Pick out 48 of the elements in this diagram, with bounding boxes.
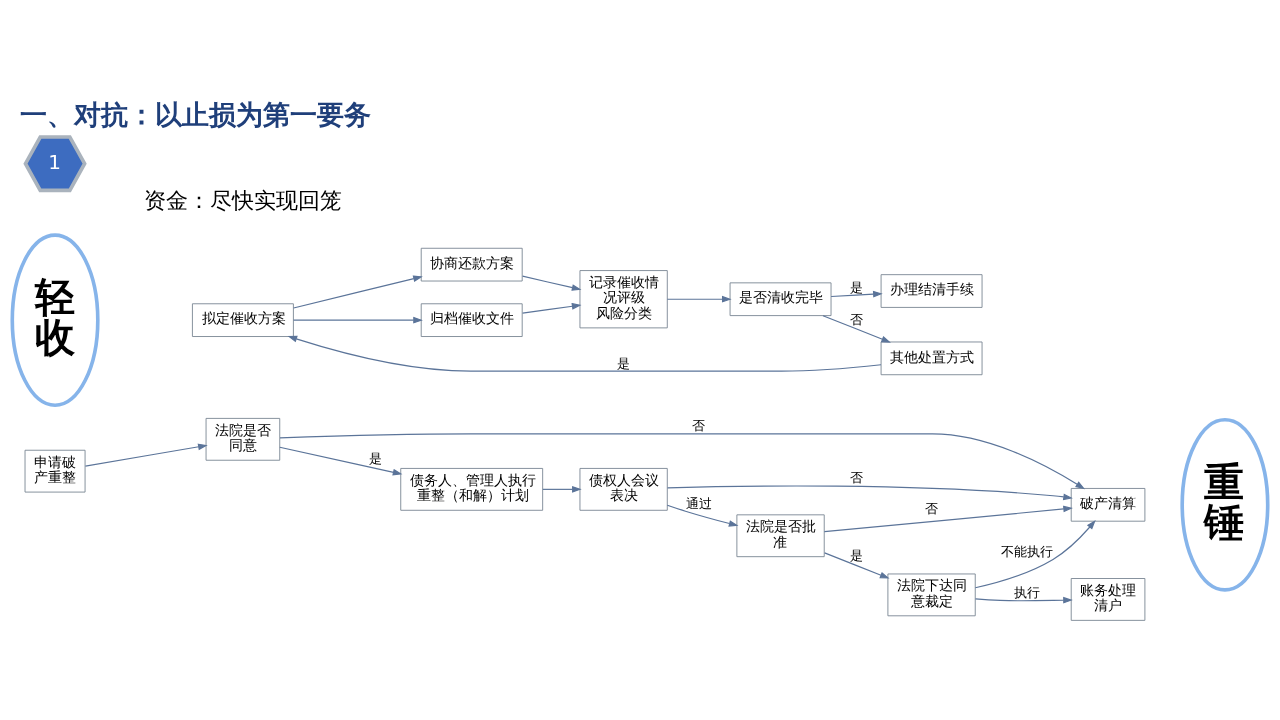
node-box: 债务人、管理人执行重整（和解）计划 — [400, 468, 544, 511]
node-ellipse: 重锤 — [1180, 417, 1270, 592]
arrow — [279, 446, 403, 476]
edge-label: 否 — [849, 311, 863, 327]
arrow — [830, 290, 883, 298]
edge-label: 否 — [692, 418, 706, 434]
node-box: 法院下达同意裁定 — [887, 573, 976, 617]
node-box: 债权人会议表决 — [579, 468, 668, 511]
arrow — [522, 302, 582, 314]
node-box: 账务处理清户 — [1070, 578, 1146, 621]
node-box: 法院是否同意 — [205, 417, 281, 461]
arrow — [84, 443, 208, 467]
arrow — [822, 315, 891, 343]
node-label: 资金：尽快实现回笼 — [143, 188, 342, 214]
edge-label: 通过 — [685, 495, 712, 511]
edge-label: 是 — [849, 280, 863, 296]
arrow — [293, 275, 423, 309]
edge-label: 否 — [849, 470, 863, 486]
edge-label: 否 — [925, 501, 939, 517]
node-box: 是否清收完毕 — [729, 282, 832, 317]
arrow — [293, 316, 423, 324]
arrow — [974, 520, 1096, 589]
edge-label: 是 — [617, 355, 631, 371]
node-ellipse: 轻收 — [10, 233, 100, 408]
node-box: 其他处置方式 — [880, 341, 983, 376]
arrow — [279, 433, 1085, 490]
edge-label: 执行 — [1013, 584, 1040, 600]
arrow — [974, 596, 1073, 604]
arrow — [666, 504, 739, 527]
diagram-title: 一、对抗：以止损为第一要务 — [19, 99, 371, 131]
node-box: 申请破产重整 — [24, 449, 86, 493]
node-box: 法院是否批准 — [736, 514, 825, 558]
arrow — [287, 335, 882, 372]
node-box: 拟定催收方案 — [191, 303, 294, 337]
node-box: 破产清算 — [1070, 488, 1146, 522]
node-box: 协商还款方案 — [420, 247, 523, 282]
edge-label: 是 — [369, 451, 383, 467]
edge-label: 是 — [849, 547, 863, 563]
node-box: 记录催收情况评级风险分类 — [579, 270, 668, 329]
arrow — [823, 505, 1073, 533]
arrow — [522, 275, 582, 291]
arrow — [666, 485, 1073, 501]
edge-label: 不能执行 — [1000, 543, 1053, 559]
arrow — [666, 295, 732, 303]
arrow — [542, 485, 582, 493]
arrow — [824, 552, 890, 579]
node-box: 办理结清手续 — [880, 274, 983, 308]
node-box: 归档催收文件 — [420, 303, 523, 337]
